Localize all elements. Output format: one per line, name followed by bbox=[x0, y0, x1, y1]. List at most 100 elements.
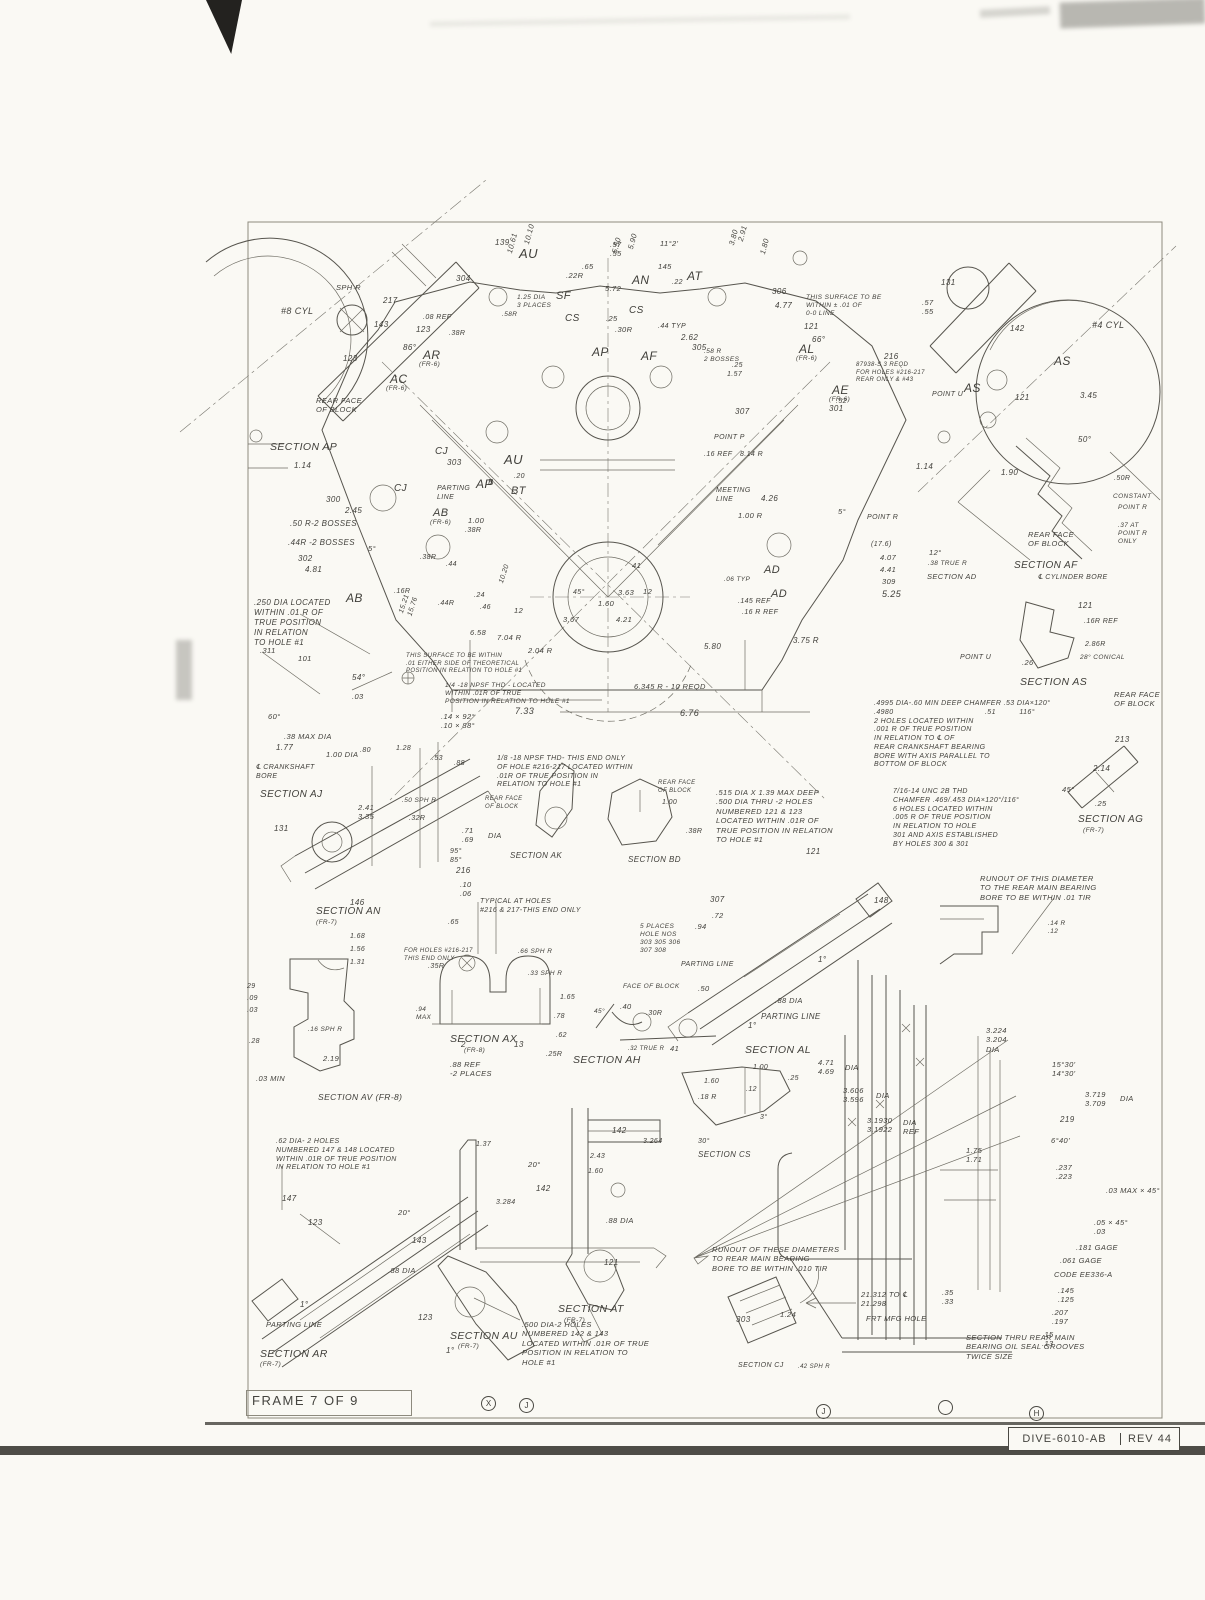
reference-mark: H bbox=[1029, 1406, 1044, 1421]
annotation-label: 4.81 bbox=[305, 565, 323, 574]
annotation-label: 7.04 R bbox=[497, 633, 522, 642]
annotation-label: .145 .125 bbox=[1058, 1286, 1075, 1305]
annotation-label: 101 bbox=[298, 654, 312, 663]
annotation-label: 10.61 bbox=[505, 231, 520, 255]
annotation-label: 15°30' 14°30' bbox=[1052, 1060, 1076, 1079]
annotation-label: .16 REF bbox=[704, 451, 733, 458]
annotation-label: #4 CYL bbox=[1092, 320, 1125, 330]
annotation-label: AU bbox=[519, 246, 538, 261]
annotation-label: DIA bbox=[488, 831, 502, 840]
annotation-label: 50° bbox=[1078, 435, 1092, 444]
annotation-label: 3.63 bbox=[618, 588, 635, 597]
annotation-label: 2 bbox=[461, 1040, 466, 1049]
annotation-label: .16R bbox=[394, 588, 411, 595]
annotation-label: .38 TRUE R bbox=[928, 560, 968, 567]
annotation-label: PARTING LINE bbox=[437, 485, 471, 501]
annotation-label: 123 bbox=[416, 325, 431, 334]
annotation-label: .14 × 92° .10 × 88° bbox=[441, 712, 475, 731]
annotation-label: 1.60 bbox=[588, 1168, 604, 1175]
annotation-label: (FR-6) bbox=[419, 361, 441, 368]
annotation-label: 2.41 3.35 bbox=[358, 803, 375, 822]
annotation-label: 11°2' bbox=[660, 239, 679, 248]
reference-mark: X bbox=[481, 1396, 496, 1411]
annotation-label: .58 R 2 BOSSES bbox=[704, 348, 740, 364]
annotation-label: 6.76 bbox=[680, 708, 700, 718]
annotation-label: 1° bbox=[300, 1300, 309, 1309]
annotation-label: AU bbox=[504, 452, 523, 467]
annotation-label: .42 SPH R bbox=[798, 1364, 830, 1370]
annotation-label: .25R bbox=[546, 1051, 563, 1058]
annotation-label: 6.58 bbox=[470, 628, 487, 637]
annotation-label: .4995 DIA-.60 MIN DEEP CHAMFER .53 DIA×1… bbox=[874, 700, 1051, 769]
annotation-label: 2.45 bbox=[345, 506, 363, 515]
annotation-label: .12 bbox=[746, 1086, 757, 1093]
annotation-label: 2.86R bbox=[1085, 641, 1106, 648]
annotation-label: 121 bbox=[804, 322, 819, 331]
annotation-label: AS bbox=[1054, 354, 1071, 368]
annotation-label: .57 .55 bbox=[922, 298, 934, 317]
annotation-label: 66° bbox=[812, 335, 826, 344]
annotation-label: PARTING LINE bbox=[761, 1012, 821, 1021]
annotation-label: 15.21 15.76 bbox=[398, 593, 420, 617]
annotation-label: 301 bbox=[829, 404, 844, 413]
annotation-label: 123 bbox=[308, 1218, 323, 1227]
annotation-label: .72 bbox=[712, 911, 724, 920]
annotation-label: 20° bbox=[398, 1208, 411, 1217]
annotation-label: 1.14 bbox=[294, 461, 312, 470]
annotation-label: CS bbox=[629, 305, 644, 316]
annotation-label: DIA REF bbox=[903, 1118, 920, 1137]
annotation-label: .62 bbox=[556, 1032, 567, 1039]
annotation-label: 45° bbox=[573, 589, 585, 596]
annotation-label: 7.33 bbox=[515, 706, 535, 716]
annotation-label: 213 bbox=[1115, 735, 1130, 744]
annotation-label: REAR FACE OF BLOCK bbox=[485, 796, 523, 810]
annotation-label: 2.62 bbox=[681, 333, 699, 342]
annotation-label: AB bbox=[433, 507, 449, 519]
annotation-label: 121 bbox=[806, 847, 821, 856]
annotation-label: RUNOUT OF THIS DIAMETER TO THE REAR MAIN… bbox=[980, 874, 1097, 902]
annotation-label: .38 MAX DIA bbox=[284, 732, 332, 741]
annotation-label: SECTION AS bbox=[1020, 676, 1088, 688]
annotation-label: 148 bbox=[874, 896, 889, 905]
scan-artifact-bottom-band bbox=[0, 1446, 1205, 1455]
annotation-label: FOR HOLES #216-217 THIS END ONLY bbox=[404, 948, 473, 962]
annotation-label: (FR-6) bbox=[386, 385, 408, 392]
annotation-label: REAR FACE OF BLOCK bbox=[1114, 690, 1160, 709]
annotation-label: .09 bbox=[247, 995, 258, 1002]
annotation-label: .250 DIA LOCATED WITHIN .01 R OF TRUE PO… bbox=[254, 598, 331, 647]
annotation-label: 1.00 bbox=[662, 799, 678, 806]
annotation-label: ℄ CYLINDER BORE bbox=[1038, 574, 1108, 581]
annotation-label: 6.345 R - 10 REQD bbox=[634, 682, 706, 691]
annotation-label: 131 bbox=[941, 278, 956, 287]
annotation-label: .88 bbox=[454, 760, 465, 767]
annotation-label: 1.75 1.71 bbox=[966, 1146, 983, 1165]
annotation-label: 41 bbox=[670, 1044, 680, 1053]
annotation-label: AE bbox=[832, 383, 849, 397]
annotation-label: 5 PLACES HOLE NOS 303 305 306 307 308 bbox=[640, 923, 681, 955]
annotation-label: SECTION AX bbox=[450, 1033, 518, 1045]
annotation-label: .15 .13 bbox=[1042, 1330, 1054, 1349]
annotation-label: 4.71 4.69 bbox=[818, 1058, 835, 1077]
annotation-label: BT bbox=[511, 485, 526, 497]
annotation-label: PARTING LINE bbox=[681, 961, 734, 968]
annotation-label: 123 bbox=[418, 1313, 433, 1322]
annotation-label: CS bbox=[565, 313, 580, 324]
annotation-label: 4.41 bbox=[880, 565, 897, 574]
annotation-label: (FR-7) bbox=[1083, 827, 1105, 834]
annotation-label: 3° bbox=[760, 1114, 768, 1121]
annotation-label: ℄ CRANKSHAFT BORE bbox=[256, 764, 315, 780]
annotation-label: .03 bbox=[247, 1007, 258, 1014]
annotation-label: .88 DIA bbox=[775, 996, 803, 1005]
annotation-label: .50R bbox=[1114, 475, 1131, 482]
annotation-label: 10.20 bbox=[498, 563, 511, 585]
annotation-label: SPH R bbox=[336, 283, 361, 292]
annotation-label: SECTION AJ bbox=[260, 789, 323, 800]
annotation-label: .44 bbox=[446, 561, 457, 568]
annotation-label: 1.56 bbox=[350, 946, 366, 953]
annotation-label: SF bbox=[556, 290, 571, 302]
annotation-label: DIA bbox=[845, 1063, 859, 1072]
annotation-label: (17.6) bbox=[871, 541, 892, 548]
annotation-label: .32 TRUE R bbox=[628, 1046, 665, 1052]
annotation-label: THIS SURFACE TO BE WITHIN .01 EITHER SID… bbox=[406, 653, 523, 674]
scan-artifact-bottom-line bbox=[205, 1422, 1205, 1425]
